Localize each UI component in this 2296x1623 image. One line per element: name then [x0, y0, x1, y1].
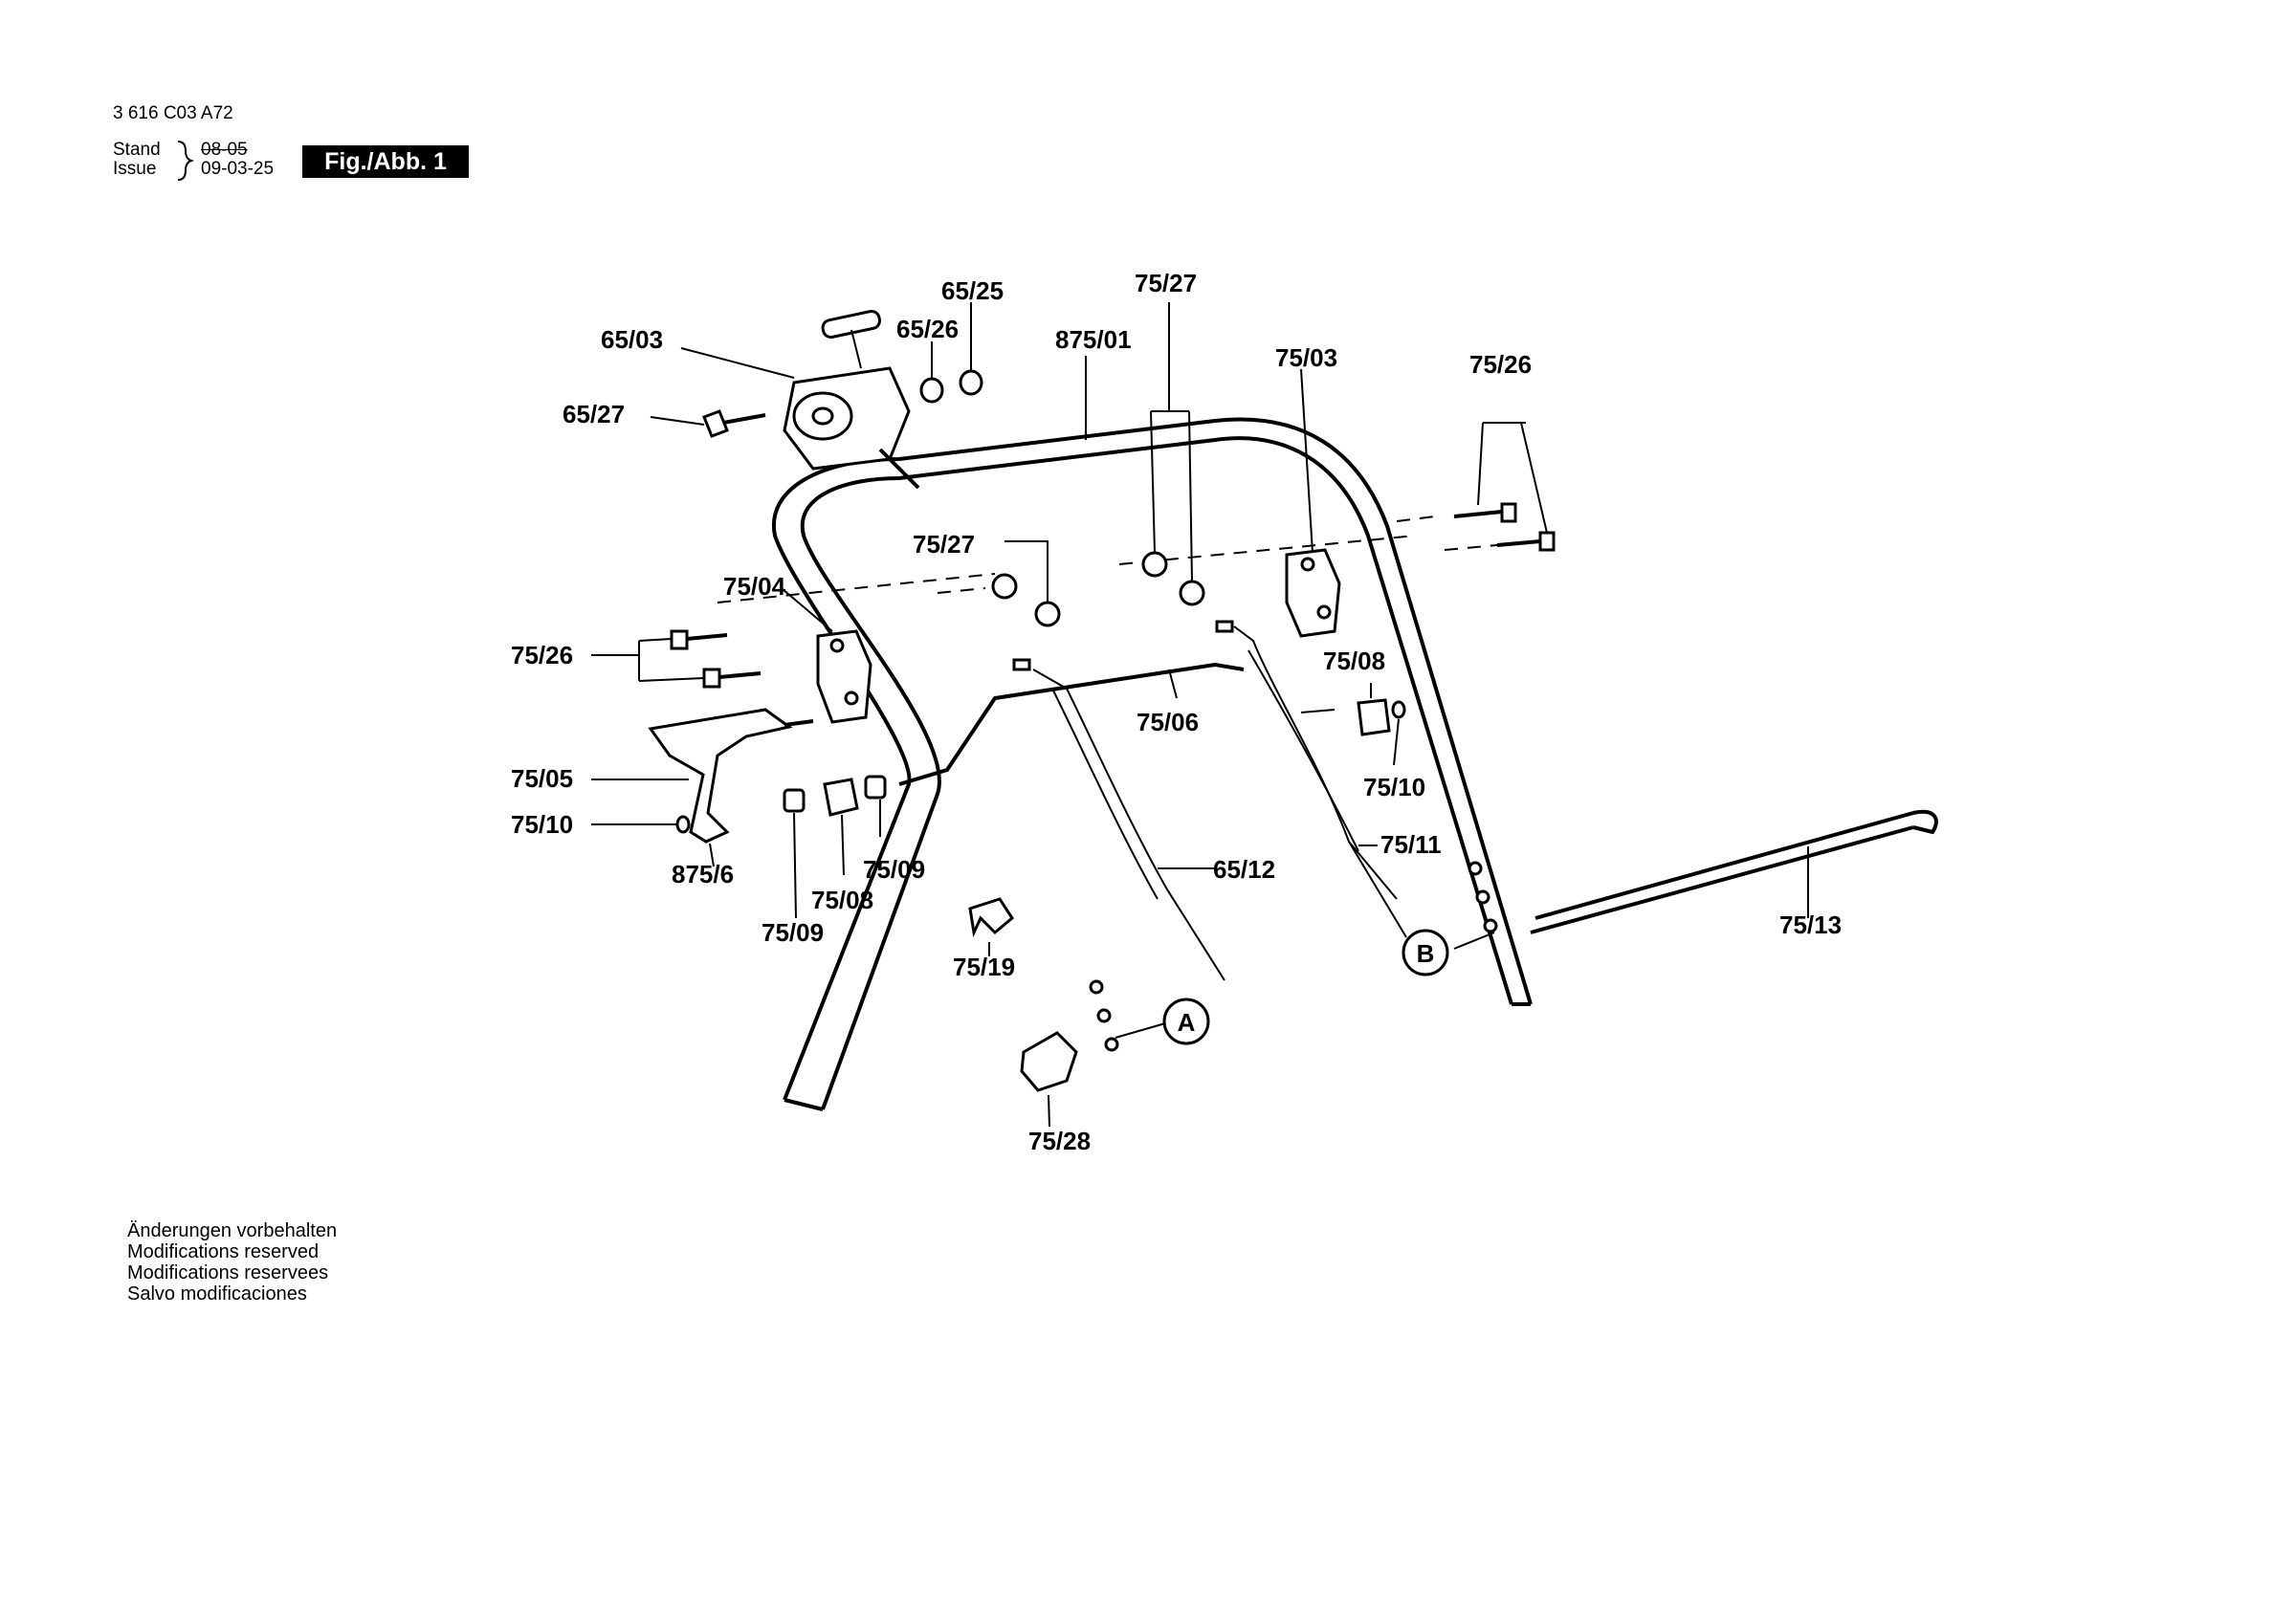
label-75-27-top: 75/27 [1135, 269, 1197, 297]
handle-hole-4 [1468, 861, 1483, 876]
knob-75-28 [1020, 1031, 1078, 1092]
issue-date: 09-03-25 [201, 159, 275, 179]
label-75-08-left: 75/08 [811, 886, 873, 914]
assembly-line-right [1396, 515, 1551, 551]
note-de: Änderungen vorbehalten [127, 1220, 338, 1241]
label-75-05: 75/05 [511, 764, 573, 793]
handle-hole-2 [1096, 1008, 1112, 1023]
label-875-6: 875/6 [672, 860, 734, 888]
handle-tube [771, 417, 1533, 1111]
label-75-09-left: 75/09 [762, 918, 824, 947]
handle-hole-5 [1475, 889, 1490, 905]
drawing-number: 3 616 C03 A72 [113, 103, 233, 123]
callout-a: A [1178, 1008, 1196, 1037]
assembly-line-left [717, 535, 1417, 603]
label-75-09-right: 75/09 [863, 855, 925, 884]
header-brace [177, 141, 195, 181]
label-75-04: 75/04 [723, 572, 786, 601]
figure-badge: Fig./Abb. 1 [302, 145, 469, 178]
label-75-19: 75/19 [953, 953, 1015, 981]
pin-75-10-right [1391, 700, 1406, 719]
washer-65-26 [919, 377, 944, 404]
stand-label: Stand [113, 140, 161, 160]
clip-75-08-right [1357, 698, 1391, 736]
note-en: Modifications reserved [127, 1241, 320, 1262]
issue-label: Issue [113, 159, 157, 179]
cable-65-12-inner [1051, 688, 1159, 900]
cable-end-75-08 [1300, 709, 1336, 713]
label-65-26: 65/26 [896, 315, 959, 343]
handle-hole-6 [1483, 918, 1498, 933]
rod-end-left [1012, 658, 1031, 671]
nut-75-27-c [991, 573, 1018, 600]
modification-notes: Änderungen vorbehalten Modifications res… [127, 1220, 337, 1305]
label-65-03: 65/03 [601, 325, 663, 354]
leader-lines [591, 302, 1809, 1128]
rod-end-right [1215, 620, 1234, 633]
bracket-75-03 [1285, 548, 1341, 638]
pin-75-10-left [675, 815, 691, 834]
label-75-28: 75/28 [1028, 1127, 1091, 1155]
label-65-27: 65/27 [563, 400, 625, 428]
nut-65-25 [959, 369, 983, 396]
screws-75-26-left [670, 629, 762, 689]
old-date: 08-05 [201, 140, 248, 160]
nut-75-27-b [1179, 580, 1205, 606]
throttle-lever-housing [783, 309, 920, 490]
nut-75-27-a [1141, 551, 1168, 578]
screws-75-26-right [1453, 502, 1556, 552]
label-75-08-right: 75/08 [1323, 647, 1385, 675]
sleeve-75-09-left [783, 788, 806, 813]
label-75-10-left: 75/10 [511, 810, 573, 839]
label-75-26-right: 75/26 [1469, 350, 1532, 379]
cable-clip-75-19 [968, 897, 1014, 938]
cable-65-12 [1032, 669, 1225, 981]
note-es: Salvo modificaciones [127, 1283, 307, 1305]
cable-75-11 [1233, 625, 1398, 900]
callout-b-circle [1402, 929, 1449, 976]
connecting-rod-75-06 [898, 662, 1245, 786]
handle-hole-3 [1104, 1037, 1119, 1052]
lever-75-05 [648, 708, 814, 844]
callout-b: B [1417, 939, 1435, 968]
nut-75-27-d [1034, 601, 1061, 627]
label-75-13: 75/13 [1779, 910, 1842, 939]
handle-hole-1 [1089, 979, 1104, 995]
bracket-75-04 [816, 629, 872, 724]
cable-75-11-inner [1247, 649, 1359, 852]
label-875-01: 875/01 [1055, 325, 1132, 354]
note-fr: Modifications reservees [127, 1262, 329, 1283]
label-75-26-left: 75/26 [511, 641, 573, 669]
label-65-25: 65/25 [941, 276, 1004, 305]
label-75-03: 75/03 [1275, 343, 1337, 372]
bolt-65-27 [702, 409, 766, 438]
callout-a-circle [1162, 998, 1210, 1045]
label-75-11: 75/11 [1380, 830, 1442, 859]
clip-75-08-left [823, 778, 859, 817]
label-75-06: 75/06 [1137, 708, 1199, 736]
sleeve-75-09-right [864, 775, 887, 800]
label-75-10-right: 75/10 [1363, 773, 1425, 801]
rod-75-13 [1530, 809, 1938, 934]
label-65-12: 65/12 [1213, 855, 1275, 884]
assembly-line-mid [937, 587, 986, 594]
label-75-27-mid: 75/27 [913, 530, 975, 559]
